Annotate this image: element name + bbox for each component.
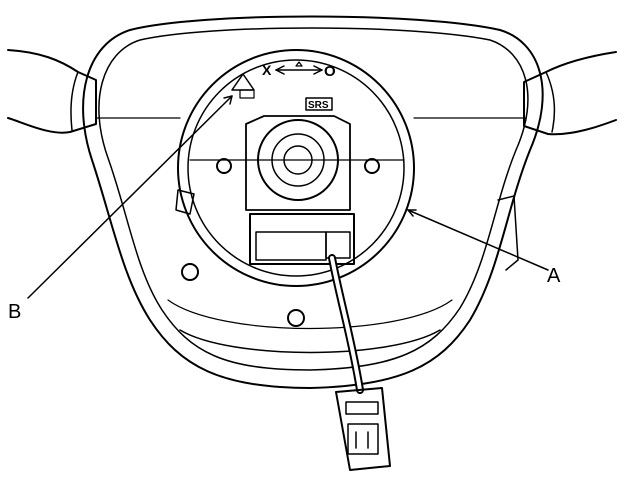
harness-plug [335,387,391,471]
rotor-plate [245,115,351,211]
leader-line-a [407,209,549,271]
marking-circle: O [324,63,336,80]
rotor-ring-outer [257,119,339,201]
srs-label-box [305,97,333,111]
lower-contour-1 [179,329,441,354]
harness-cable-core [330,256,362,392]
mount-hole-right [364,158,380,174]
wheel-hub-outer [82,15,544,389]
callout-label-a: A [547,265,561,287]
rotation-center-mark [295,61,303,67]
connector-face [255,231,327,261]
connector-block [249,213,355,265]
left-stalk-inner [70,71,79,131]
lower-contour-2 [167,299,453,330]
right-latch [497,195,519,271]
cable-reel-inner [187,59,405,277]
right-stalk-inner [545,71,556,133]
left-stalk [7,49,97,134]
leader-line-b [27,95,233,299]
connector-latch [325,231,351,259]
mount-hole-lower-center [287,309,305,327]
warning-tag [239,89,255,99]
harness-plug-detail-3 [355,431,369,449]
rotor-ring-mid [271,133,325,187]
right-stalk [523,51,617,136]
rotation-arrow-left-head [275,65,285,75]
rotation-arrow-right-head [313,65,323,75]
leader-arrow-b [223,95,233,105]
leader-arrow-a [407,209,417,217]
callout-label-b: B [8,301,22,323]
wheel-hub-inner [98,27,529,371]
mount-hole-left [216,158,232,174]
harness-plug-detail-1 [345,401,379,415]
marking-srs: SRS [308,100,329,111]
mount-hole-lower-left [181,263,199,281]
marking-cross: X [262,62,272,78]
cable-reel-outer [177,49,415,287]
warning-triangle [231,73,255,91]
reel-left-tab [175,189,195,215]
rotor-ring-inner [283,145,313,175]
harness-plug-detail-2 [347,423,379,455]
